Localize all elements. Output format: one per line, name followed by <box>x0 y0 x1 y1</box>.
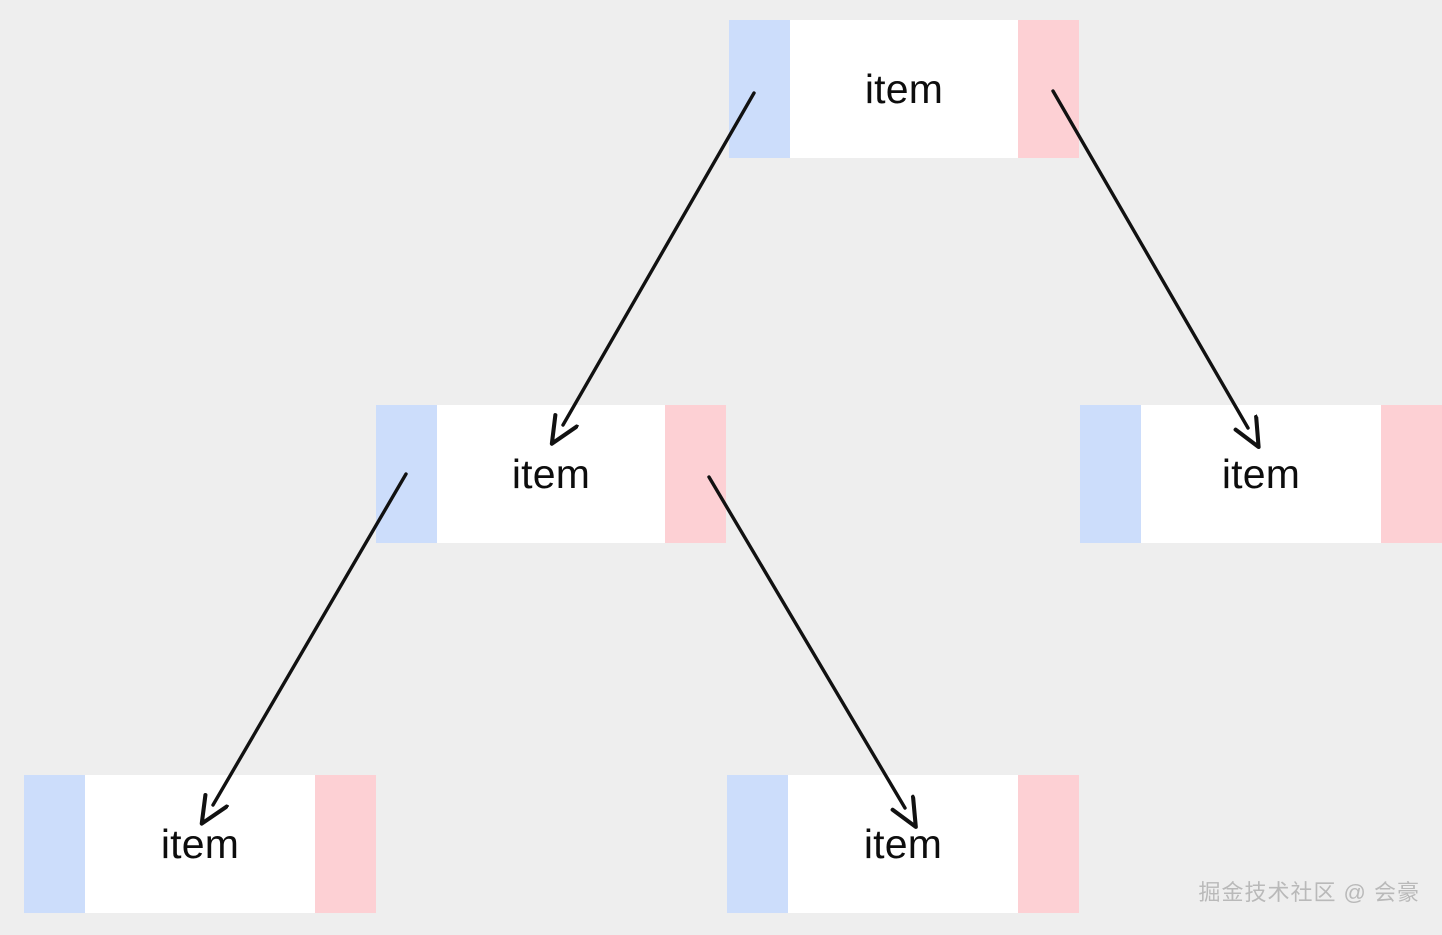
edge-root-to-middle-right <box>1051 89 1248 428</box>
watermark-text: 掘金技术社区 @ 会豪 <box>1198 880 1420 905</box>
tree-node-middle-left[interactable]: item <box>376 405 726 543</box>
edge-middle-left-to-leaf-center <box>707 475 905 808</box>
node-right-handle[interactable] <box>1381 405 1442 543</box>
node-body[interactable]: item <box>790 20 1018 158</box>
node-label: item <box>863 820 943 867</box>
node-right-handle[interactable] <box>315 775 376 913</box>
tree-node-middle-right[interactable]: item <box>1080 405 1442 543</box>
tree-node-leaf-center[interactable]: item <box>727 775 1079 913</box>
node-left-handle[interactable] <box>727 775 788 913</box>
node-body[interactable]: item <box>437 405 665 543</box>
tree-node-root[interactable]: item <box>729 20 1079 158</box>
node-right-handle[interactable] <box>665 405 726 543</box>
node-label: item <box>160 820 240 867</box>
node-left-handle[interactable] <box>24 775 85 913</box>
edge-root-to-middle-left <box>563 91 756 425</box>
node-body[interactable]: item <box>1141 405 1381 543</box>
tree-node-leaf-left[interactable]: item <box>24 775 376 913</box>
node-left-handle[interactable] <box>1080 405 1141 543</box>
node-right-handle[interactable] <box>1018 20 1079 158</box>
node-label: item <box>511 450 591 497</box>
node-right-handle[interactable] <box>1018 775 1079 913</box>
node-body[interactable]: item <box>788 775 1018 913</box>
node-body[interactable]: item <box>85 775 315 913</box>
node-label: item <box>1221 450 1301 497</box>
node-left-handle[interactable] <box>376 405 437 543</box>
node-label: item <box>864 65 944 112</box>
node-left-handle[interactable] <box>729 20 790 158</box>
